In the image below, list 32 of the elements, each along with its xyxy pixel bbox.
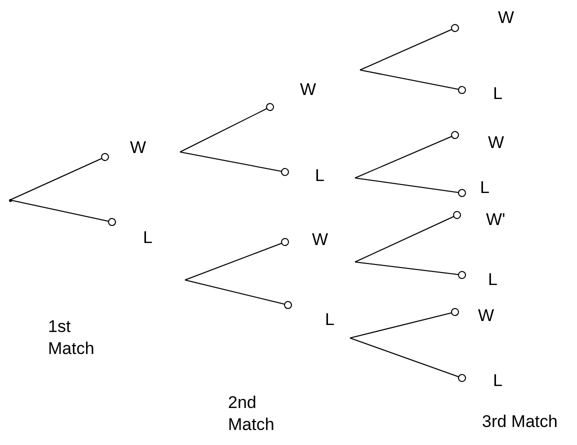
tree-branch — [180, 103, 274, 152]
outcome-label: W — [459, 306, 494, 326]
outcome-label: W' — [461, 210, 506, 230]
outcome-label: L — [289, 166, 324, 186]
stage-label: 2nd Match — [228, 392, 276, 436]
outcome-label: L — [466, 178, 490, 198]
tree-branch — [354, 262, 466, 279]
tree-branch — [184, 280, 292, 309]
outcome-label: L — [116, 218, 152, 248]
tree-branch — [360, 24, 459, 70]
stage-label: 1st Match — [48, 316, 96, 360]
outcome-label: W — [459, 8, 514, 33]
tree-branch — [354, 131, 459, 178]
branch-point — [8, 198, 12, 202]
outcome-label: W — [459, 131, 504, 153]
tree-branch — [350, 338, 466, 382]
stage-label: 3rd Match — [482, 411, 559, 433]
outcome-label: W — [289, 230, 328, 250]
tree-branch — [360, 70, 466, 94]
outcome-label: L — [466, 371, 502, 391]
tree-branch — [354, 178, 466, 197]
outcome-label: L — [466, 270, 498, 290]
outcome-label: L — [466, 84, 502, 104]
tree-branch — [10, 200, 116, 226]
tree-branch — [354, 211, 461, 262]
outcome-label: L — [292, 301, 334, 330]
tree-branch — [184, 238, 289, 280]
outcome-label: W — [109, 138, 146, 162]
tree-branch — [180, 152, 289, 176]
tree-branch — [350, 308, 459, 338]
tree-branch — [10, 153, 109, 200]
outcome-label: W — [274, 80, 316, 112]
